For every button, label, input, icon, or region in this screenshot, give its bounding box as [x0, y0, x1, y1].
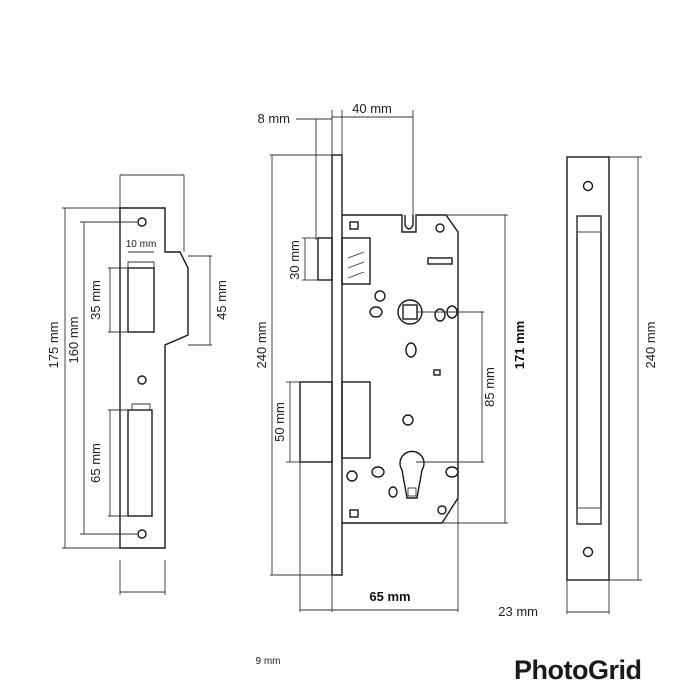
- case-hole-i: [388, 486, 398, 498]
- faceplate-bottom-hole: [582, 546, 594, 558]
- lock-case-body: [342, 214, 459, 524]
- faceplate-latch-window: [576, 215, 602, 233]
- strike-top-hole: [137, 217, 147, 227]
- strike-bottom-hole: [137, 529, 147, 539]
- case-hole-e: [405, 342, 417, 358]
- case-body-height-label: 171 mm: [512, 321, 527, 369]
- strike-plate-outline: [119, 207, 189, 549]
- case-height-label: 240 mm: [254, 322, 269, 369]
- faceplate-thickness-label: 8 mm: [258, 111, 291, 126]
- latch-bolt-housing: [341, 237, 371, 285]
- strike-height-label: 175 mm: [46, 322, 61, 369]
- strike-hole-spacing-label: 160 mm: [66, 317, 81, 364]
- case-hole-top-right: [435, 223, 445, 233]
- label-mask: [240, 664, 300, 676]
- strike-bolt-slot: [127, 409, 153, 517]
- handle-cylinder-spacing-label: 85 mm: [482, 367, 497, 407]
- case-screw-top: [349, 221, 359, 230]
- lock-faceplate: [331, 154, 343, 576]
- strike-bolt-slot-rim: [131, 403, 151, 410]
- dead-bolt-left: [299, 381, 333, 463]
- faceplate-height-label: 240 mm: [643, 322, 658, 369]
- case-hole-bottom-right: [437, 505, 447, 515]
- latch-bolt-hatch: [347, 251, 365, 279]
- case-depth-label: 65 mm: [369, 589, 410, 604]
- faceplate-top-hole: [582, 180, 594, 192]
- photogrid-watermark: PhotoGrid: [514, 655, 642, 685]
- latch-bolt-left: [317, 237, 333, 281]
- case-slot-top: [427, 257, 453, 265]
- case-pin: [433, 369, 441, 376]
- case-hole-j: [445, 466, 459, 478]
- case-hole-h: [371, 466, 385, 478]
- case-screw-bottom: [349, 509, 359, 518]
- dead-bolt-housing: [341, 381, 371, 459]
- bolt-slot-label: 65 mm: [88, 443, 103, 483]
- case-hole-b: [369, 306, 383, 318]
- backset-label: 40 mm: [352, 101, 392, 116]
- faceplate-bottom-window: [576, 507, 602, 525]
- case-hole-g: [346, 470, 358, 482]
- lock-case: 8 mm 40 mm 30 mm 240 mm 50 mm 65 mm 85 m…: [254, 101, 527, 612]
- faceplate-bolt-slot: [576, 215, 602, 525]
- strike-width-label: 10 mm: [126, 239, 157, 250]
- faceplate-width-label: 23 mm: [498, 604, 538, 619]
- strike-latch-slot: [127, 267, 155, 333]
- case-notch: [404, 215, 414, 230]
- strike-mid-hole: [137, 375, 147, 385]
- cylinder-cam: [407, 487, 417, 497]
- strike-latch-slot-rim: [127, 261, 155, 268]
- case-hole-f: [402, 414, 414, 426]
- case-hole-a: [374, 290, 386, 302]
- bolt-height-label: 50 mm: [272, 402, 287, 442]
- latch-slot-label: 35 mm: [88, 280, 103, 320]
- lip-height-label: 45 mm: [214, 280, 229, 320]
- strike-plate: 175 mm 160 mm 10 mm 35 mm 65 mm 45 mm: [46, 174, 229, 595]
- faceplate-front: 240 mm 23 mm: [498, 156, 658, 619]
- cut-dimension-label: 9 mm: [256, 656, 281, 667]
- cylinder-cutout: [399, 450, 425, 499]
- case-hole-c: [434, 308, 446, 322]
- faceplate-outline: [566, 156, 610, 581]
- latch-height-label: 30 mm: [287, 240, 302, 280]
- follower-square: [402, 304, 418, 320]
